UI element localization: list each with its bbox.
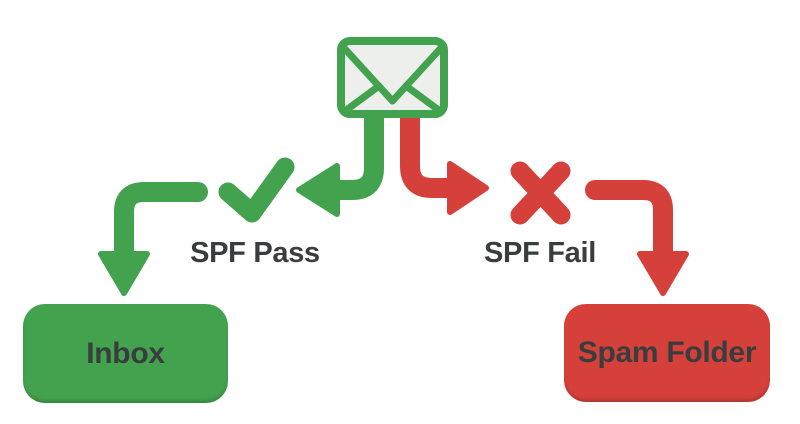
checkmark-icon xyxy=(218,157,295,223)
inbox-arrow xyxy=(98,182,208,296)
spf-fail-label: SPF Fail xyxy=(483,237,596,269)
fail-branch-arrow xyxy=(400,94,489,215)
envelope-icon xyxy=(337,37,448,118)
spam-folder-box: Spam Folder xyxy=(564,304,770,402)
spam-arrow xyxy=(585,180,689,296)
inbox-box: Inbox xyxy=(23,304,228,403)
inbox-label: Inbox xyxy=(86,336,165,370)
spam-folder-label: Spam Folder xyxy=(577,336,757,369)
pass-branch-arrow xyxy=(296,94,384,217)
x-icon xyxy=(510,161,571,225)
spf-pass-label: SPF Pass xyxy=(190,237,320,269)
